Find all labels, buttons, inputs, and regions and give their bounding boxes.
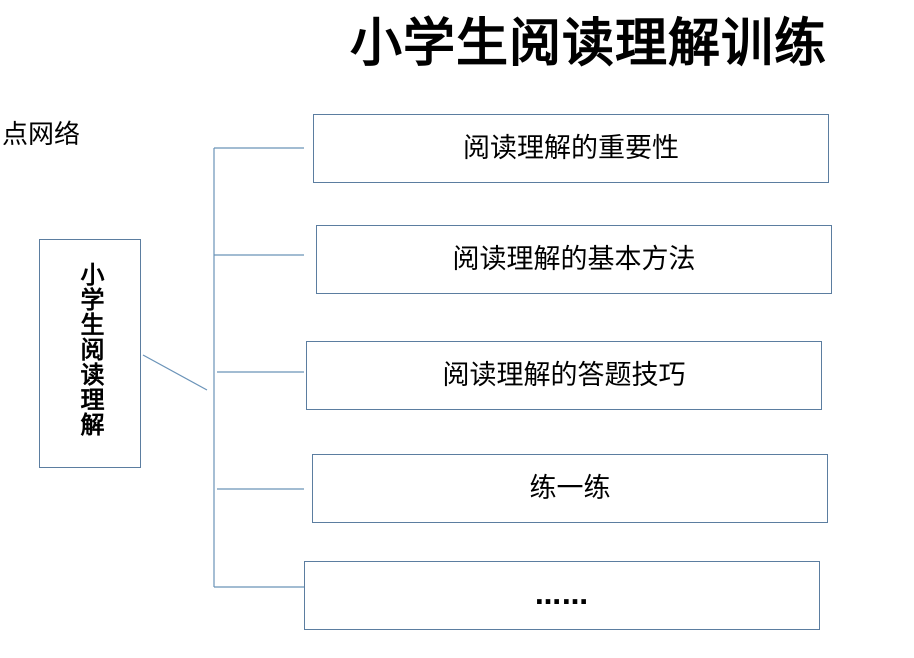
branch-node-label: …… [535, 580, 589, 611]
root-connector [142, 354, 208, 391]
branch-node-practice: 练一练 [312, 454, 828, 523]
branch-node-label: 练一练 [529, 472, 611, 504]
branch-node-label: 阅读理解的重要性 [463, 132, 679, 164]
branch-node-answer-techniques: 阅读理解的答题技巧 [306, 341, 822, 410]
root-node-label: 小学生阅读理解 [76, 262, 104, 437]
branch-node-label: 阅读理解的基本方法 [452, 243, 696, 275]
branch-node-basic-methods: 阅读理解的基本方法 [316, 225, 832, 294]
branch-node-label: 阅读理解的答题技巧 [442, 359, 686, 391]
branch-node-importance: 阅读理解的重要性 [313, 114, 829, 183]
page-title: 小学生阅读理解训练 [350, 14, 828, 74]
root-node: 小学生阅读理解 [39, 239, 141, 468]
branch-node-more: …… [304, 561, 820, 630]
side-label: 点网络 [2, 120, 81, 150]
